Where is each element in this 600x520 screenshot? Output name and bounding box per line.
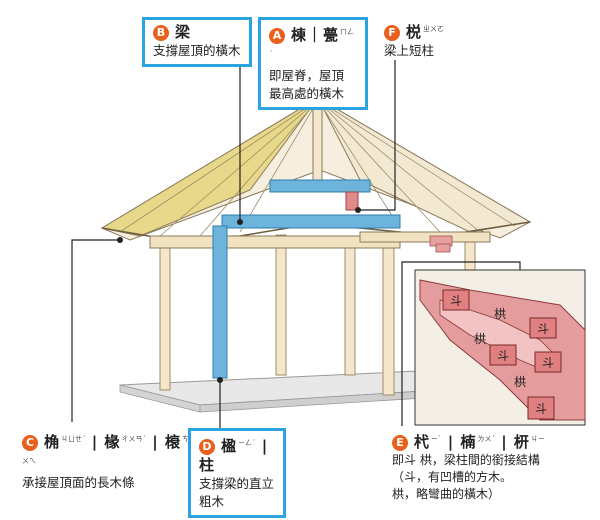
badge-f: F (384, 25, 400, 41)
gong-label-1: 栱 (494, 307, 506, 321)
term-e1: 杙 (414, 433, 431, 451)
badge-d: D (199, 439, 215, 455)
ruby-c3: ㄘㄨㄟ (22, 435, 189, 465)
ruby-e1: ㄧˋ (431, 435, 442, 443)
ruby-c1: ㄐㄩㄝˊ (61, 435, 86, 443)
badge-a: A (269, 28, 285, 44)
dou-label-2: 斗 (537, 322, 549, 336)
term-e2: 楠 (460, 433, 477, 451)
dou-label-1: 斗 (450, 294, 462, 308)
term-c1: 桷 (44, 433, 61, 451)
desc-a: 即屋脊，屋頂 最高處的橫木 (269, 68, 345, 101)
label-a-ridge: A 棟｜甍ㄇㄥˊ 即屋脊，屋頂 最高處的橫木 (258, 17, 368, 110)
dou-label-3: 斗 (497, 349, 509, 363)
term-f: 棁 (406, 23, 423, 41)
dougong-corner (429, 235, 453, 253)
dou-label-5: 斗 (535, 402, 547, 416)
ruby-e3: ㄐㄧ (530, 435, 545, 443)
desc-e: 即斗 栱，梁柱間的銜接結構 （斗，有凹槽的方木。 栱，略彎曲的橫木） (392, 453, 540, 501)
badge-b: B (153, 25, 169, 41)
leader-lines (71, 60, 521, 432)
dou-label-4: 斗 (542, 356, 554, 370)
roof-left-face (100, 97, 319, 237)
term-e3: 枅 (513, 433, 530, 451)
ruby-a: ㄇㄥˊ (269, 28, 355, 58)
term-b: 梁 (175, 23, 192, 41)
badge-c: C (22, 435, 38, 451)
main-beam-highlight (221, 214, 401, 229)
ruby-e2: ㄌㄨˊ (477, 435, 495, 443)
ruby-f: ㄓㄨㄛ (423, 25, 445, 33)
badge-e: E (392, 435, 408, 451)
desc-c: 承接屋頂面的長木條 (22, 475, 135, 490)
column-highlight (212, 225, 228, 379)
gong-label-3: 栱 (514, 375, 526, 389)
ruby-c2: ㄔㄨㄢˊ (121, 435, 146, 443)
desc-d: 支撐梁的直立 粗木 (199, 476, 275, 509)
term-a: 棟｜甍 (291, 26, 340, 44)
dougong-inset: 斗 斗 斗 斗 斗 栱 栱 栱 (414, 269, 586, 426)
ruby-d1: ㄧㄥˊ (238, 439, 256, 447)
desc-f: 梁上短柱 (384, 43, 435, 58)
short-post-highlight (345, 191, 359, 211)
rafter-lines (119, 99, 516, 237)
upper-beam-highlight (269, 179, 371, 193)
desc-b: 支撐屋頂的橫木 (153, 43, 241, 58)
term-d1: 楹 (221, 437, 238, 455)
gong-label-2: 栱 (474, 332, 486, 346)
term-d2: 柱 (199, 456, 216, 474)
term-c3: 榱 (164, 433, 181, 451)
term-c2: 椽 (104, 433, 121, 451)
